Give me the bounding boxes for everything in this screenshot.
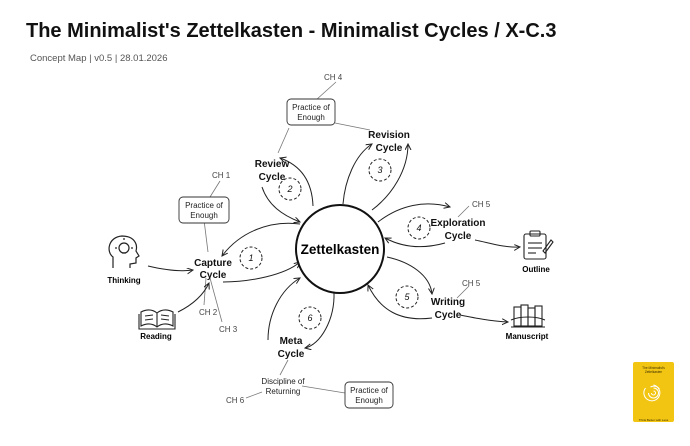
book-cover-title: The Minimalist's Zettelkasten [642,366,665,374]
manuscript-label: Manuscript [506,332,549,341]
cycle-number-1-circle [239,246,263,270]
cycle-number-2-circle [278,177,302,201]
cycle-number-6-circle [298,306,322,330]
review-enough-text: Practice of [292,103,331,112]
writing-cycle-label-2: Cycle [435,310,462,321]
meta-enough-box [344,381,394,409]
capture-enough-text-2: Enough [190,211,218,220]
reading-label: Reading [140,332,172,341]
page-subtitle: Concept Map | v0.5 | 28.01.2026 [30,53,168,64]
review-cycle-label-2: Cycle [259,172,286,183]
review-cycle-label: Review [255,159,290,170]
head-lightbulb-icon [108,235,140,268]
chapter-label-ch1: CH 1 [212,171,231,180]
cycle-number-6: 6 [307,313,312,323]
book-cover: The Minimalist's Zettelkasten Think Bett… [633,362,674,422]
chapter-label-ch3: CH 3 [219,325,238,334]
chapter-label-ch2: CH 2 [199,308,218,317]
chapter-label-ch6: CH 6 [226,396,245,405]
cycle-number-3-circle [368,158,392,182]
exploration-cycle-label: Exploration [430,218,485,229]
cycle-number-1: 1 [248,253,253,263]
clipboard-icon [523,230,554,260]
capture-cycle-label: Capture [194,258,232,269]
cycle-number-2: 2 [286,184,292,194]
discipline-of-returning-2: Returning [266,387,301,396]
meta-enough-text: Practice of [350,386,389,395]
cycle-number-4-circle [407,216,431,240]
revision-cycle-label: Revision [368,130,410,141]
fingerprint-spiral-icon [643,384,661,402]
zettelkasten-node [295,204,385,294]
cycle-number-5: 5 [404,292,410,302]
open-book-icon [138,309,176,330]
books-icon [510,304,546,328]
revision-cycle-label-2: Cycle [376,143,403,154]
chapter-label-ch5-exploration: CH 5 [472,200,491,209]
zettelkasten-label: Zettelkasten [301,242,380,257]
writing-cycle-label: Writing [431,297,465,308]
capture-cycle-label-2: Cycle [200,270,227,281]
review-enough-box [286,98,336,126]
cycle-number-5-circle [395,285,419,309]
connector-lines [203,81,470,399]
cycle-number-4: 4 [416,223,421,233]
book-cover-tagline: Think Better with Less [638,418,669,422]
chapter-label-ch5-writing: CH 5 [462,279,481,288]
exploration-cycle-label-2: Cycle [445,231,472,242]
meta-cycle-label: Meta [280,336,303,347]
outline-label: Outline [522,265,550,274]
review-enough-text-2: Enough [297,113,325,122]
meta-cycle-label-2: Cycle [278,349,305,360]
capture-enough-box [178,196,230,224]
cycle-number-3: 3 [377,165,382,175]
thinking-label: Thinking [107,276,140,285]
meta-enough-text-2: Enough [355,396,383,405]
chapter-label-ch4: CH 4 [324,73,343,82]
cycle-arrows [147,144,520,348]
page-title: The Minimalist's Zettelkasten - Minimali… [26,20,557,42]
capture-enough-text: Practice of [185,201,224,210]
discipline-of-returning: Discipline of [261,377,305,386]
